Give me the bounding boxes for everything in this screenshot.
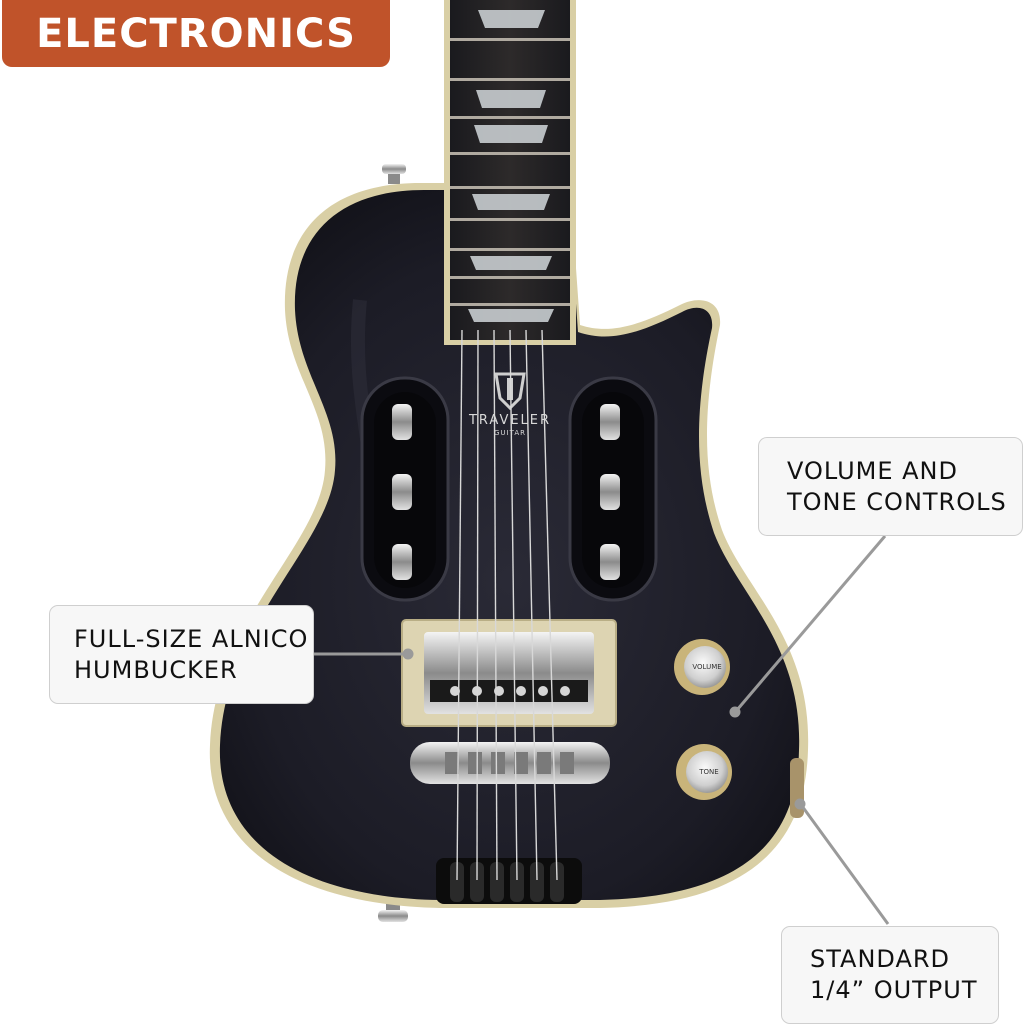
tone-knob: TONE [676,744,732,800]
logo-sub: GUITAR [494,429,526,437]
bridge [410,742,610,784]
tone-knob-label: TONE [698,768,718,776]
leader-lines [314,535,890,925]
tuning-slot-left [360,376,450,602]
callout-humbucker: FULL-SIZE ALNICO HUMBUCKER [49,605,314,704]
strings [456,329,558,881]
callout-humbucker-line1: FULL-SIZE ALNICO [74,624,309,653]
strap-button-bottom [378,900,408,922]
section-title-banner: ELECTRONICS [2,0,390,67]
leader-dot-humbucker [402,648,414,660]
leader-dot-output [794,798,806,810]
leader-dot-volume [729,706,741,718]
callout-volume-line1: VOLUME AND [787,456,958,485]
strap-button-top [382,164,406,184]
tuning-slot-right [568,376,658,602]
leader-line-output [800,805,890,925]
volume-knob-label: VOLUME [692,663,721,671]
callout-output: STANDARD 1/4” OUTPUT [781,926,999,1024]
leader-line-volume [735,535,887,711]
guitar-body [209,183,809,908]
logo-brand: TRAVELER [468,413,551,428]
traveler-logo: TRAVELER GUITAR [468,372,551,437]
callout-volume-tone: VOLUME AND TONE CONTROLS [758,437,1023,536]
humbucker-pickup [401,619,617,727]
callout-volume-line2: TONE CONTROLS [787,487,1007,516]
callout-output-line1: STANDARD [810,945,951,973]
tailpiece [436,858,582,904]
callout-humbucker-line2: HUMBUCKER [74,655,238,684]
guitar-neck [444,0,576,345]
volume-knob: VOLUME [674,639,730,695]
callout-output-line2: 1/4” OUTPUT [810,976,978,1004]
